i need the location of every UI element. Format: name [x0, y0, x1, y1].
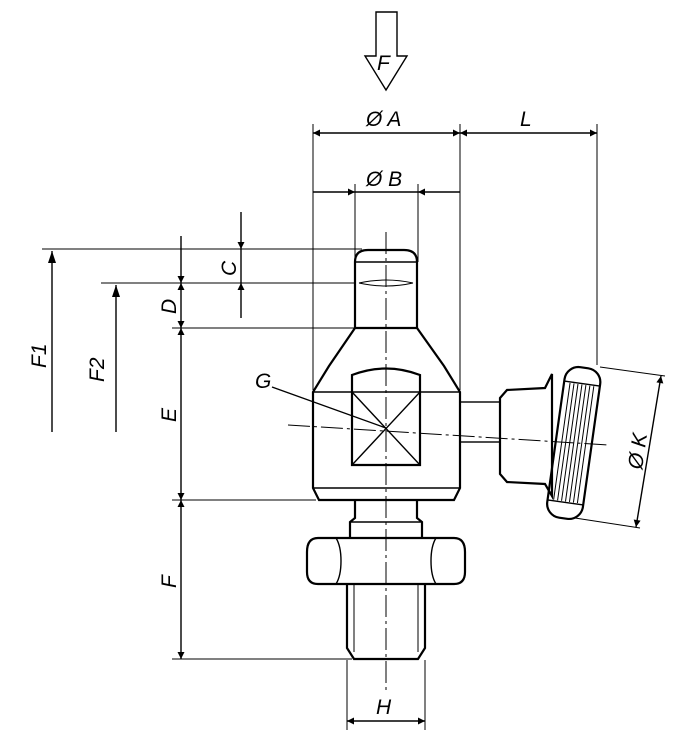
dimension-k: Ø K	[574, 366, 666, 529]
dimension-l: L	[460, 108, 598, 365]
force-label: F	[377, 52, 391, 75]
left-extension-lines	[42, 248, 362, 660]
dimension-b: Ø B	[313, 168, 460, 262]
dimension-f2: F2	[86, 285, 120, 432]
dia-a-label: Ø A	[365, 108, 401, 131]
dimension-e: E	[158, 328, 185, 500]
threaded-stem	[345, 584, 427, 661]
center-lines	[287, 232, 609, 690]
dim-d-label: D	[158, 299, 181, 314]
hex-nut	[305, 536, 467, 586]
length-l-label: L	[520, 108, 532, 131]
dim-f1-label: F1	[28, 343, 51, 368]
main-body	[311, 326, 462, 502]
side-knob	[459, 365, 602, 521]
dimension-f1: F1	[28, 251, 56, 432]
thread-g-label: G	[255, 370, 271, 393]
dia-b-label: Ø B	[365, 168, 402, 191]
thread-g-callout: G	[255, 370, 387, 429]
force-arrow: F	[363, 11, 409, 92]
dia-k-label: Ø K	[624, 431, 652, 472]
dimension-d: D	[158, 236, 185, 328]
dimension-a: Ø A	[312, 108, 461, 390]
dim-e-label: E	[158, 407, 181, 422]
dimension-h: H	[346, 660, 426, 730]
dimension-f: F	[158, 500, 185, 659]
dim-f-label: F	[158, 574, 181, 588]
dim-f2-label: F2	[86, 357, 109, 382]
thread-h-label: H	[376, 696, 392, 719]
knurl-lines	[553, 382, 595, 504]
dim-c-label: C	[218, 260, 241, 276]
dimension-c: C	[218, 212, 245, 318]
